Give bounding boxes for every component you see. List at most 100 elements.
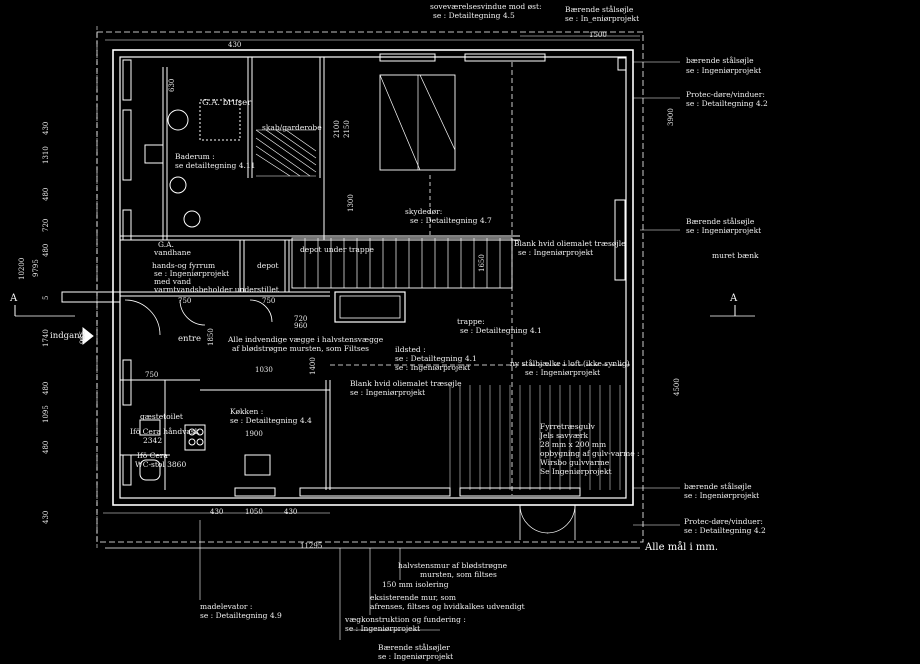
note-sovevaerelse: soveværelsesvindue mod øst: (430, 2, 542, 11)
dim-1300: 1300 (347, 194, 355, 212)
dim-960: 960 (294, 322, 308, 330)
room-hands-4: varmtvandsbeholder understillet (154, 285, 279, 294)
note-muret-baenk: muret bænk (712, 251, 759, 260)
dim-left-480-a: 480 (42, 187, 50, 201)
room-hands-3: med vand (154, 277, 192, 286)
dim-left-720: 720 (42, 218, 50, 232)
room-ga-bruser: G.A. bruser (202, 98, 252, 108)
room-kokken: Køkken : (230, 407, 264, 416)
note-trappe: trappe: (457, 317, 485, 326)
section-mark-right: A (730, 293, 738, 304)
note-skydedor-ref: se : Detailtegning 4.7 (410, 216, 492, 225)
note-fyrregulv-2: Jels savværk (540, 431, 589, 440)
room-ifo1-2: 2342 (143, 436, 163, 445)
dim-1030: 1030 (255, 366, 273, 374)
note-baer-top: Bærende stålsøjle (565, 5, 634, 14)
dim-left-430: 430 (42, 121, 50, 135)
note-sovevaerelse-ref: se : Detailtegning 4.5 (433, 11, 515, 20)
dim-430-b1: 430 (210, 508, 224, 516)
room-baderum: Baderum : (175, 152, 215, 161)
note-protec-r1: Protec-døre/vinduer: (686, 90, 765, 99)
dim-1650: 1650 (478, 254, 486, 272)
dim-1500: 1500 (589, 31, 607, 39)
note-trappe-ref: se : Detailtegning 4.1 (460, 326, 542, 335)
note-baer-r2: Bærende stålsøjle (686, 217, 755, 226)
dim-left-1095: 1095 (42, 405, 50, 423)
dim-1050: 1050 (245, 508, 263, 516)
dim-left-480-d: 480 (42, 440, 50, 454)
dim-720: 720 (294, 315, 308, 323)
dim-4500: 4500 (673, 378, 681, 396)
note-blank-hvid2-ref: se : Ingeniørprojekt (350, 388, 426, 397)
dim-1400: 1400 (309, 357, 317, 375)
note-staalsojle-r3: bærende stålsøjle (684, 482, 752, 491)
note-staalsojle-r1: bærende stålsøjle (686, 56, 754, 65)
note-vaeg-2: se : Ingeniørprojekt (345, 624, 421, 633)
note-fyrregulv-6: Se Ingeniørprojekt (540, 467, 612, 476)
note-fyrregulv-1: Fyrretræsgulv (540, 422, 595, 431)
dim-2100: 2100 (333, 120, 341, 138)
dim-1850: 1850 (207, 328, 215, 346)
dim-430-top: 430 (228, 41, 242, 49)
section-mark-left: A (10, 293, 18, 304)
dim-11295: 11295 (300, 542, 323, 550)
dim-3900: 3900 (667, 108, 675, 126)
room-hands-1: hands-og fyrrum (152, 261, 216, 270)
note-alle-indv-2: af blødstrøgne mursten, som Filtses (232, 344, 370, 353)
room-depot-trappe: depot under trappe (300, 245, 374, 254)
dim-left-9795: 9795 (32, 259, 40, 277)
dim-left-5: 5 (42, 295, 50, 300)
note-alle-indv-1: Alle indvendige vægge i halvstensvægge (228, 335, 384, 344)
note-isolering: 150 mm isolering (382, 580, 449, 589)
dim-750-a: 750 (178, 297, 192, 305)
note-halvsten-2: mursten, som filtses (420, 570, 497, 579)
note-staalsojle-r1-ref: se : Ingeniørprojekt (686, 66, 762, 75)
note-ny-staalbjaelke: ny stålbjælke i loft (ikke synlig) (510, 359, 630, 368)
note-vaeg-1: vægkonstruktion og fundering : (345, 615, 466, 624)
note-eksist-2: afrenses, filtses og hvidkalkes udvendig… (370, 602, 525, 611)
note-blank-hvid2: Blank hvid oliemalet træsøjle (350, 379, 462, 388)
note-baer-r2-ref: se : Ingeniørprojekt (686, 226, 762, 235)
room-hands-2: se : Ingeniørprojekt (154, 269, 230, 278)
note-alle-maal: Alle mål i mm. (645, 542, 719, 553)
dim-left-480-c: 480 (42, 381, 50, 395)
note-staalsojle-r3-ref: se : Ingeniørprojekt (684, 491, 760, 500)
note-protec-r2: Protec-døre/vinduer: (684, 517, 763, 526)
note-baer-top-ref: se : In_eniørprojekt (565, 14, 640, 23)
room-baderum-ref: se detailtegning 4.11 (175, 161, 256, 170)
room-ga-vandhane-2: vandhane (154, 248, 191, 257)
room-ifo1-1: Ifö Cera håndvask (130, 427, 200, 436)
note-ildsted-ref2: se : Ingeniørprojekt (395, 363, 471, 372)
room-ga-vandhane-1: G.A. (158, 240, 174, 249)
note-halvsten-1: halvstensmur af blødstrøgne (398, 561, 508, 570)
note-protec-r2-ref: se : Detailtegning 4.2 (684, 526, 766, 535)
note-fyrregulv-4: opbygning af gulv-varme : (540, 449, 640, 458)
note-skydedor: skydedør: (405, 207, 443, 216)
dim-left-955: 955 (79, 330, 87, 344)
room-ifo2-1: Ifö Cera (137, 451, 168, 460)
dim-750-b: 750 (262, 297, 276, 305)
room-entre: entre (178, 334, 202, 344)
note-ildsted: ildsted : (395, 345, 426, 354)
note-ny-staalbjaelke-ref: se : Ingeniørprojekt (525, 368, 601, 377)
note-blank-hvid1-ref: se : Ingeniørprojekt (518, 248, 594, 257)
room-depot: depot (257, 261, 279, 270)
note-eksist-1: eksisterende mur, som (370, 593, 456, 602)
dim-430-b2: 430 (284, 508, 298, 516)
dim-left-1310: 1310 (42, 146, 50, 164)
note-madelevator-ref: se : Detailtegning 4.9 (200, 611, 282, 620)
note-baer-bot-ref: se : Ingeniørprojekt (378, 652, 454, 661)
dim-left-1740: 1740 (42, 329, 50, 347)
dim-left-480-b: 480 (42, 243, 50, 257)
room-gaestetoilet: gæstetoilet (140, 412, 183, 421)
dim-750-c: 750 (145, 371, 159, 379)
note-baer-bot: Bærende stålsøjler (378, 643, 450, 652)
note-madelevator: madelevator : (200, 602, 253, 611)
room-kokken-ref: se : Detailtegning 4.4 (230, 416, 312, 425)
note-blank-hvid1: Blank hvid oliemalet træsøjle (514, 239, 626, 248)
dim-1900: 1900 (245, 430, 263, 438)
dim-left-10200: 10200 (18, 257, 26, 280)
note-fyrregulv-3: 28 mm x 200 mm (540, 440, 607, 449)
